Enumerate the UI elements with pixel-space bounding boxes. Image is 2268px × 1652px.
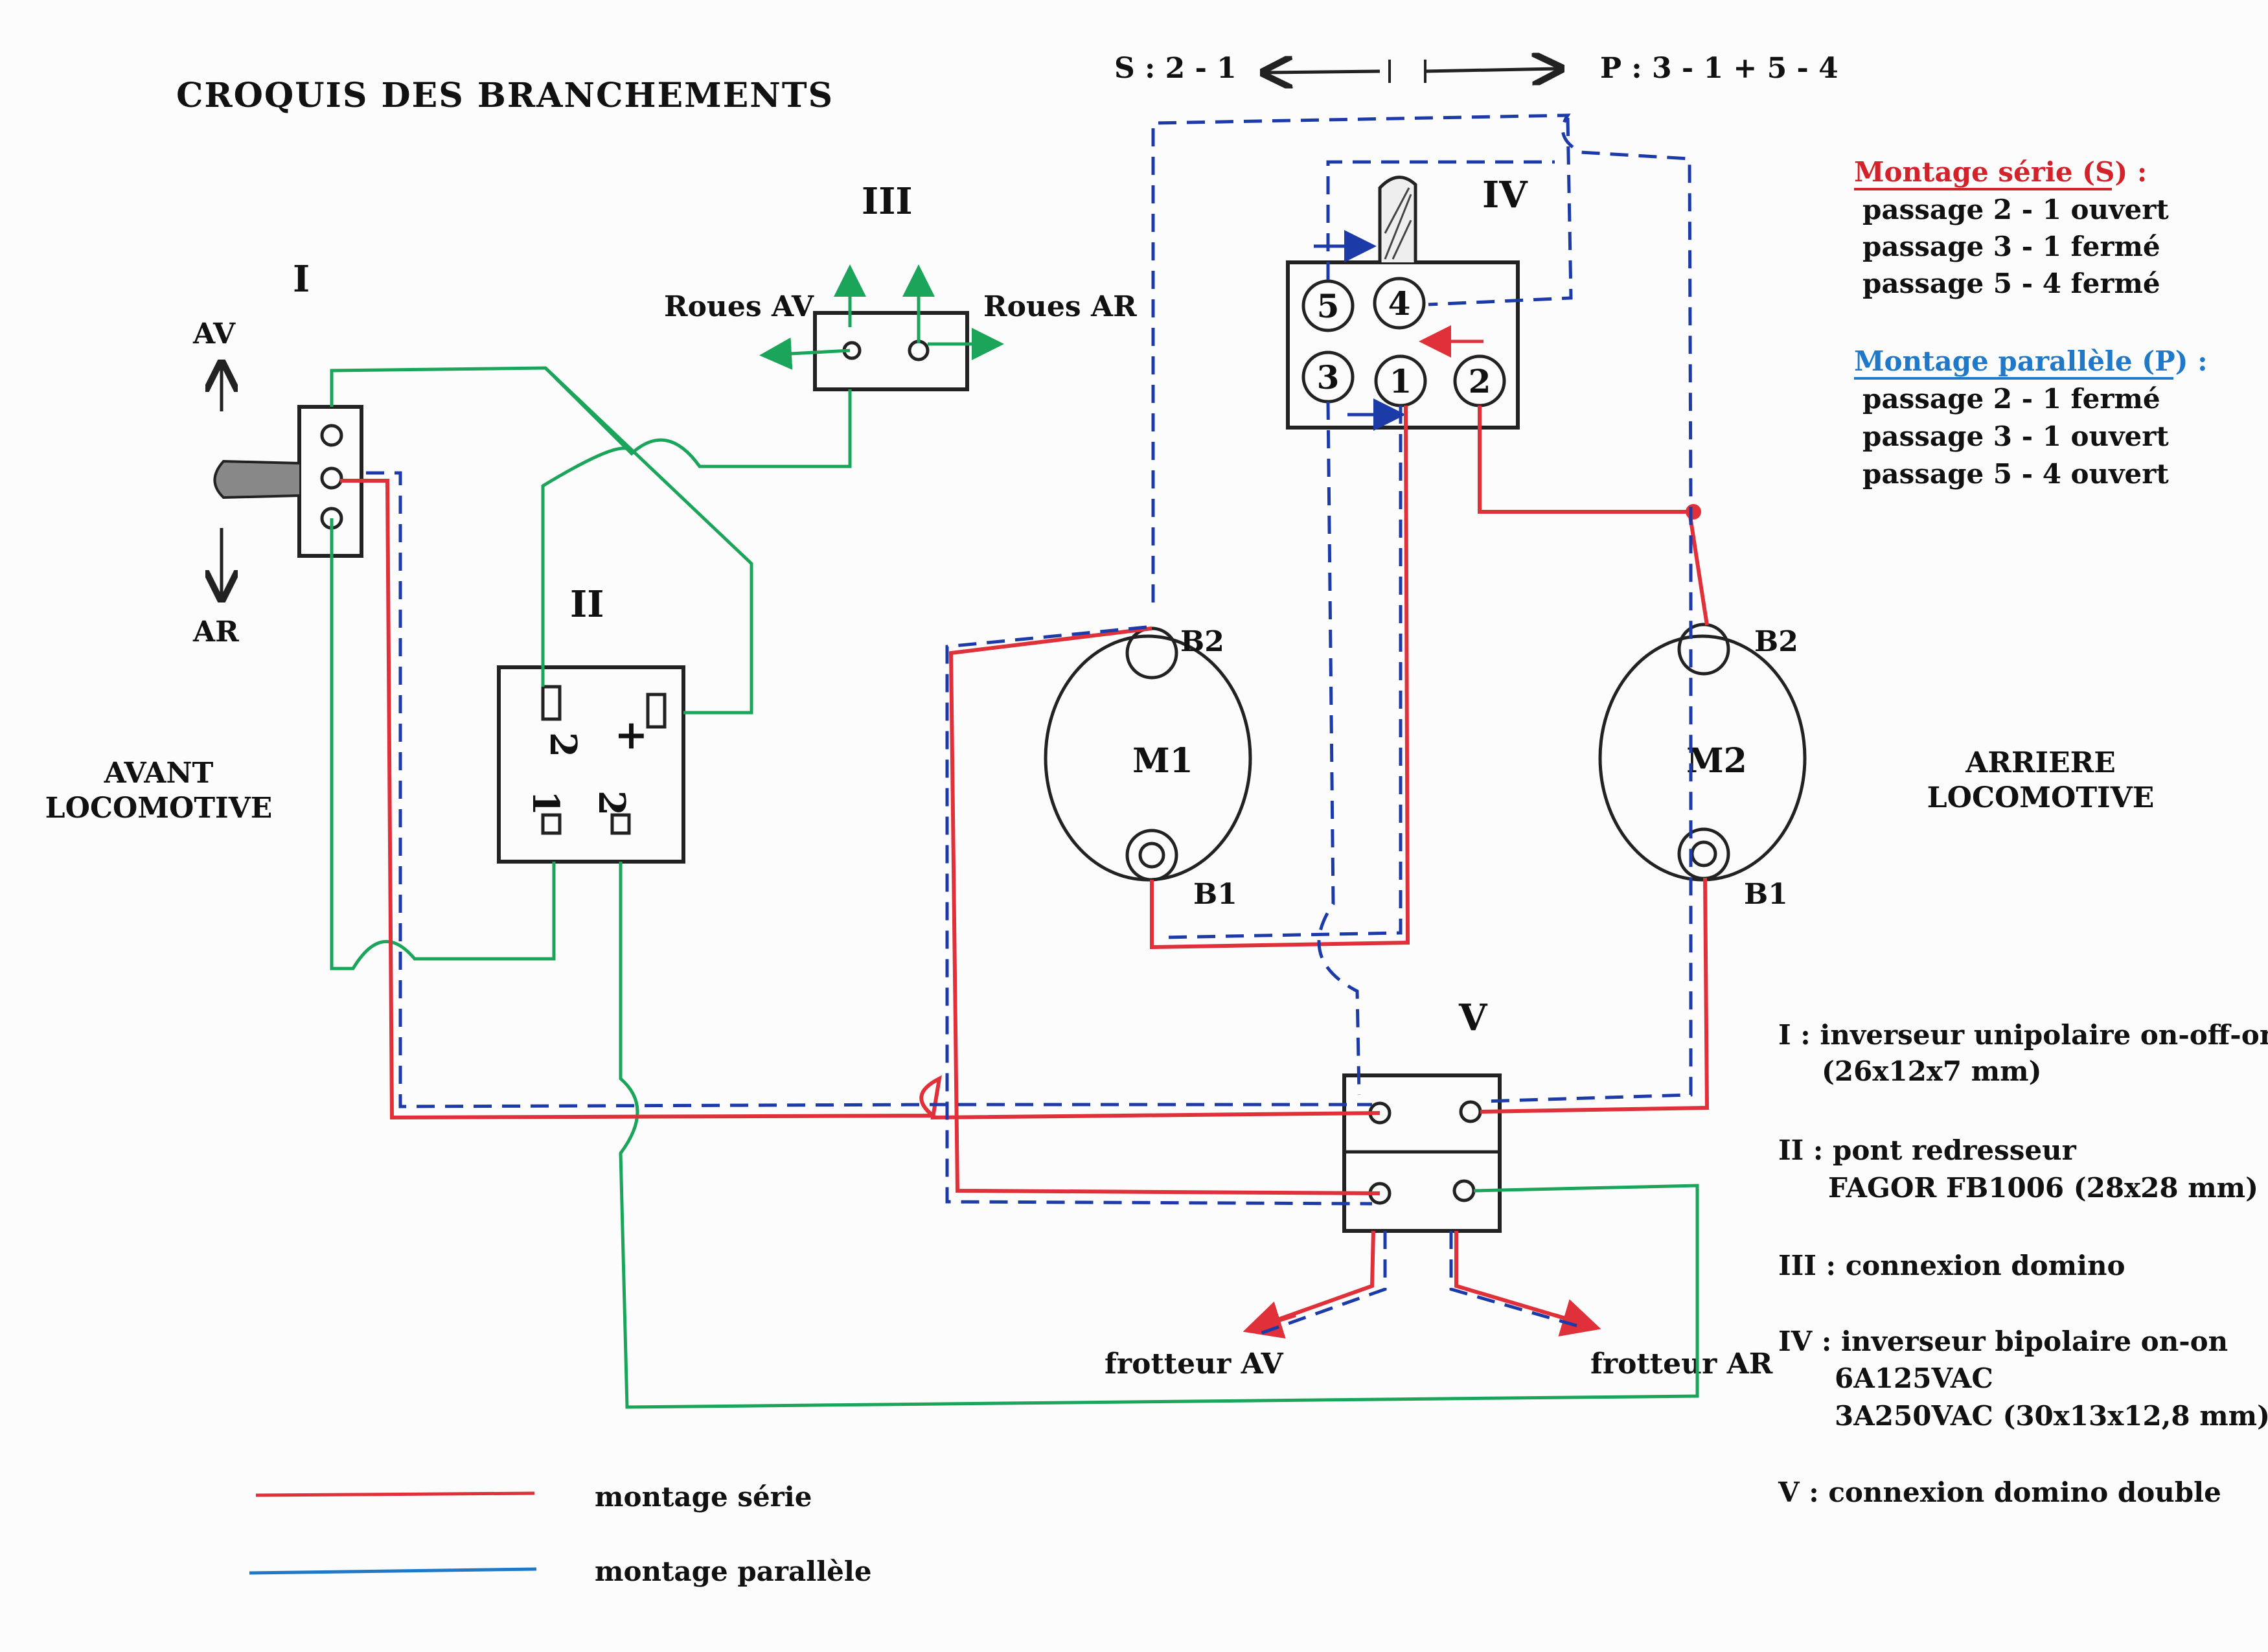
switch-pin-4: 4 [1388,284,1411,323]
motor-M1-b1: B1 [1193,878,1237,911]
legend-series-swatch [255,1491,535,1497]
legend: montage série montage parallèle [249,1481,872,1587]
bridge-pin-tl: 2 [542,732,584,757]
wheels-rear-label: Roues AR [983,290,1137,323]
parallel-mode-line-2: passage 3 - 1 ouvert [1862,420,2169,452]
junction-dot [1686,504,1701,520]
front-side-line1: AVANT [104,757,214,790]
component-II-label: II [570,583,604,626]
series-position-label: S : 2 - 1 [1114,52,1237,85]
parallel-mode-line-3: passage 5 - 4 ouvert [1862,458,2169,490]
rear-side-line1: ARRIERE [1965,746,2116,779]
legend-parallel-swatch [249,1567,537,1575]
parallel-mode-line-1: passage 2 - 1 fermé [1862,383,2160,415]
page-title: CROQUIS DES BRANCHEMENTS [176,76,834,115]
motor-M2-b1: B1 [1744,878,1788,911]
bridge-pin-br: 2 [590,790,633,816]
front-side-line2: LOCOMOTIVE [45,792,273,825]
direction-av-label: AV [192,317,236,350]
note-IV-line-2: 6A125VAC [1835,1362,1993,1394]
motor-M1-b2: B2 [1180,625,1224,658]
domino-III [759,264,1004,391]
rear-side-line2: LOCOMOTIVE [1927,781,2155,814]
note-IV-line-3: 3A250VAC (30x13x12,8 mm) [1835,1400,2268,1432]
domino-V [1342,1073,1502,1233]
switch-pin-2: 2 [1469,362,1491,400]
parallel-position-label: P : 3 - 1 + 5 - 4 [1600,52,1838,85]
component-V-label: V [1458,996,1488,1039]
motor-M2-b2: B2 [1754,625,1798,658]
series-mode-line-3: passage 5 - 4 fermé [1862,268,2160,299]
series-wires [340,405,1710,1339]
series-mode-line-2: passage 3 - 1 fermé [1862,231,2160,262]
note-II-line-2: FAGOR FB1006 (28x28 mm) [1828,1172,2258,1204]
note-III-line-1: III : connexion domino [1778,1250,2125,1281]
motor-M1-label: M1 [1132,741,1193,781]
switch-pin-1: 1 [1390,362,1412,400]
series-mode-note: Montage série (S) : passage 2 - 1 ouvert… [1854,156,2169,299]
component-I-label: I [293,258,310,301]
note-IV-line-1: IV : inverseur bipolaire on-on [1778,1325,2228,1357]
pickup-front-label: frotteur AV [1105,1348,1284,1381]
component-III-label: III [862,180,913,223]
bridge-pin-bl: 1 [524,790,567,816]
switch-pin-5: 5 [1317,287,1340,325]
parallel-mode-note: Montage parallèle (P) : passage 2 - 1 fe… [1854,345,2208,490]
supply-wires [330,366,1699,1409]
series-mode-title: Montage série (S) : [1854,156,2147,188]
component-IV-label: IV [1482,174,1528,216]
toggle-lever-icon [213,459,300,499]
motor-M1: M1 B2 B1 [1044,625,1252,911]
note-II-line-1: II : pont redresseur [1778,1134,2077,1166]
note-I-line-2: (26x12x7 mm) [1822,1055,2041,1087]
switch-direction-arrows [1266,60,1558,83]
wheels-front-label: Roues AV [664,290,814,323]
motor-M2: M2 B2 B1 [1598,623,1807,911]
inverter-I [213,405,363,558]
direction-ar-label: AR [192,615,239,648]
motor-M2-label: M2 [1686,741,1747,781]
rectifier-bridge-II: 2 + 1 2 [497,665,685,864]
component-notes: I : inverseur unipolaire on-off-on (26x1… [1778,1019,2268,1508]
pickup-rear-label: frotteur AR [1590,1348,1773,1381]
switch-pin-3: 3 [1317,358,1340,396]
legend-parallel-label: montage parallèle [595,1555,872,1587]
parallel-mode-title: Montage parallèle (P) : [1854,345,2208,377]
note-I-line-1: I : inverseur unipolaire on-off-on [1778,1019,2268,1051]
note-V-line-1: V : connexion domino double [1778,1476,2221,1508]
legend-series-label: montage série [595,1481,812,1513]
series-mode-line-1: passage 2 - 1 ouvert [1862,194,2169,225]
bridge-pin-tr: + [609,719,656,753]
parallel-wires [366,113,1693,1338]
